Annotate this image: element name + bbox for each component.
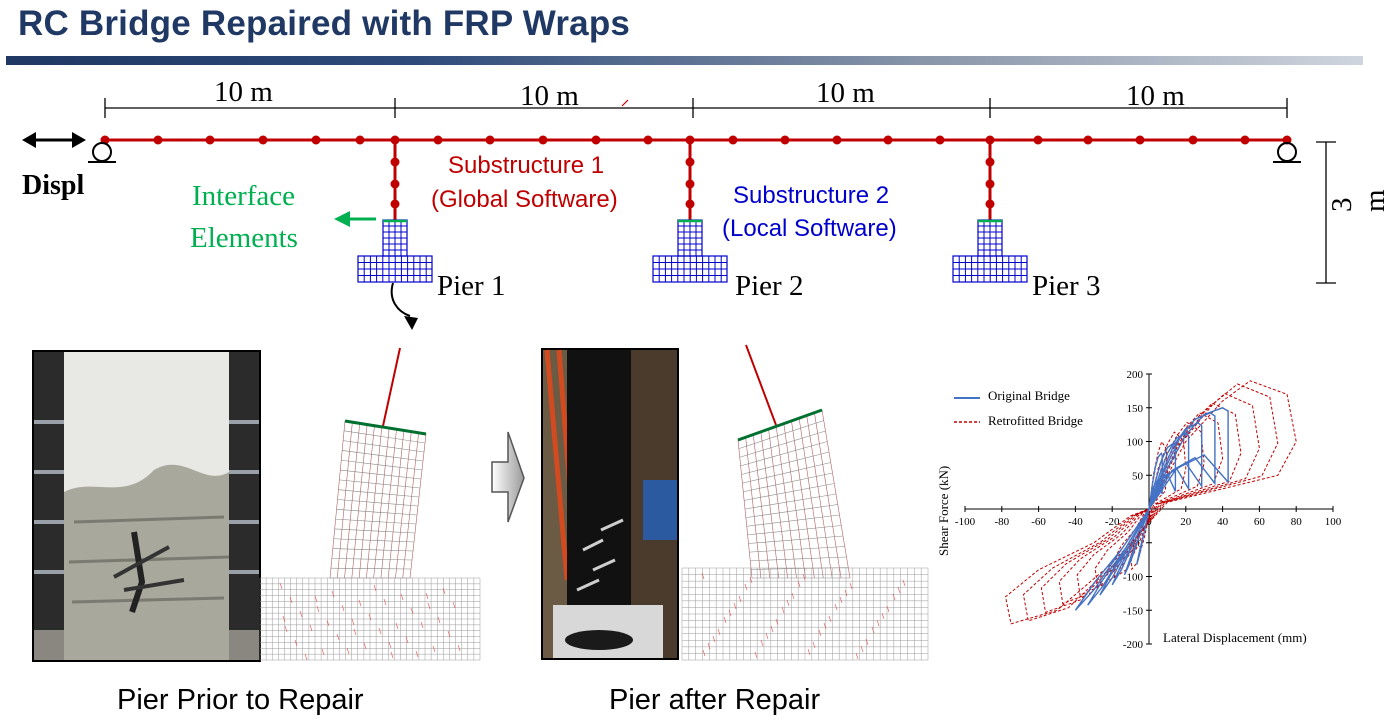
bridge-diagram [22,98,1336,330]
deck-node [1188,135,1198,145]
deck-node [591,135,601,145]
deck-node [832,135,842,145]
fe-mesh-after [681,344,929,661]
interface-arrow-icon [334,211,376,227]
deck-node [643,135,653,145]
column-node [985,199,995,209]
deck-node [883,135,893,145]
y-tick-label: -200 [1123,639,1144,651]
transition-arrow-icon [491,431,525,523]
original-series [1074,407,1229,611]
deck-node [205,135,215,145]
column-nodes [390,157,995,209]
interface-label-line2: Elements [190,222,298,254]
title-underline [6,56,1363,65]
span-label-1: 10 m [214,76,273,108]
deck-node [1033,135,1043,145]
pier-3-label: Pier 3 [1032,270,1101,302]
pier-mesh [357,219,433,283]
x-tick-label: 40 [1217,516,1229,528]
column-node [685,157,695,167]
deck-node [1282,135,1292,145]
x-tick-label: 100 [1325,516,1342,528]
pier-meshes [357,219,1028,283]
displacement-arrow-icon [22,132,86,148]
displ-label: Displ [22,170,85,201]
substructure1-line1: Substructure 1 [448,152,605,179]
series-line [1136,452,1163,565]
y-tick-label: -100 [1123,572,1144,584]
caption-after: Pier after Repair [609,684,821,716]
detail-arrow-icon [390,282,411,317]
page-title: RC Bridge Repaired with FRP Wraps [18,4,631,43]
retrofitted-series [1004,380,1297,625]
substructure1-line2: (Global Software) [431,186,618,213]
chart-xlabel: Lateral Displacement (mm) [1163,630,1307,645]
x-tick-label: -60 [1031,516,1046,528]
deck-node [153,135,163,145]
series-line [1087,412,1216,606]
series-line [1074,407,1229,611]
deck-node [485,135,495,145]
series-line [1058,402,1242,605]
span-label-4: 10 m [1126,80,1185,112]
x-tick-label: -20 [1105,516,1120,528]
column-node [390,179,400,189]
deck-node [935,135,945,145]
y-tick-label: 200 [1127,369,1144,381]
column-node [685,179,695,189]
y-tick-label: 150 [1127,403,1144,415]
substructure2-line1: Substructure 2 [733,182,890,209]
column-node [390,199,400,209]
x-tick-label: 60 [1254,516,1266,528]
interface-label-line1: Interface [192,180,296,212]
pier-after-repair-photo [541,348,679,660]
caption-before: Pier Prior to Repair [117,684,364,716]
legend-retrofitted: Retrofitted Bridge [988,413,1083,428]
pier-2-label: Pier 2 [735,270,804,302]
fe-mesh-before [259,347,481,661]
x-tick-label: -100 [955,516,976,528]
deck-node [538,135,548,145]
right-support [1273,142,1301,163]
deck-node [258,135,268,145]
chart-ylabel: Shear Force (kN) [936,465,951,556]
deck-node [311,135,321,145]
substructure2-line2: (Local Software) [722,215,897,242]
span-label-3: 10 m [816,77,875,109]
pier-mesh [952,219,1028,283]
column-node [685,199,695,209]
height-dimension-line [1316,141,1336,284]
column-node [985,157,995,167]
deck-node [780,135,790,145]
deck-node [1083,135,1093,145]
column-node [390,157,400,167]
series-line [1112,431,1187,579]
y-tick-label: 100 [1127,437,1144,449]
span-dimension-line [104,98,1288,118]
y-tick-label: 50 [1132,470,1144,482]
span-label-2: 10 m [520,80,579,112]
deck-node [355,135,365,145]
x-tick-label: -40 [1068,516,1083,528]
column-node [985,179,995,189]
y-tick-label: -150 [1123,605,1144,617]
left-support [88,142,116,163]
x-tick-label: 20 [1180,516,1192,528]
series-line [1076,412,1224,596]
deck-node [1135,135,1145,145]
x-tick-label: 80 [1291,516,1303,528]
series-line [1004,380,1297,625]
pier-mesh [652,219,728,283]
legend-original: Original Bridge [988,388,1070,403]
series-line [1094,421,1205,588]
deck-node [1240,135,1250,145]
deck-node [728,135,738,145]
x-tick-label: -80 [994,516,1009,528]
pier-1-label: Pier 1 [437,270,506,302]
deck-node [433,135,443,145]
pier-before-repair-photo [32,350,261,662]
